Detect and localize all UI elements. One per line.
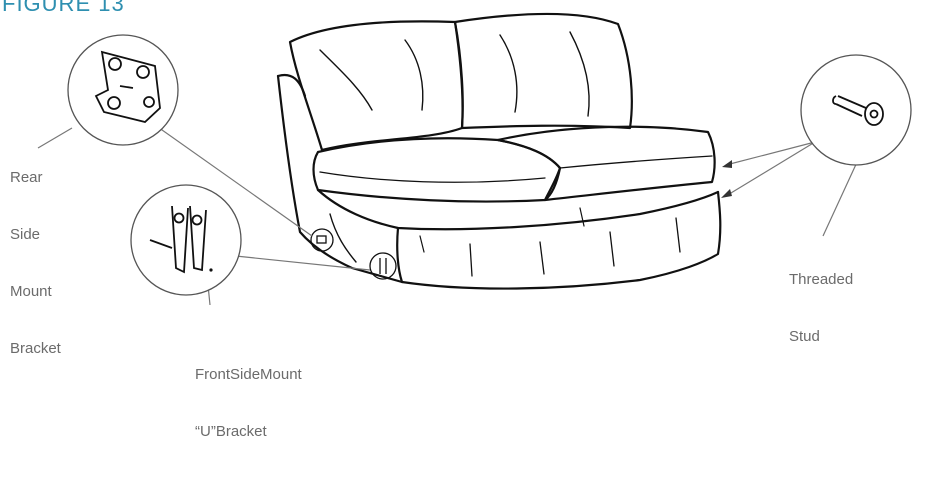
rear-bracket-detail (68, 35, 178, 145)
front-bracket-detail (131, 185, 241, 295)
stud-arrow-lower (726, 142, 815, 196)
back-cushion-left (290, 21, 463, 150)
rear-bracket-label-line: Bracket (10, 339, 61, 358)
front-bracket-location (370, 253, 396, 279)
threaded-stud-label-line: Stud (789, 327, 853, 346)
diagram-stage: FIGURE 13 (0, 0, 932, 370)
rear-bracket-location (311, 229, 333, 251)
front-bracket-label-line: “U”Bracket (195, 422, 302, 441)
threaded-stud-label: Threaded Stud (789, 232, 853, 384)
rear-bracket-label-line: Side (10, 225, 61, 244)
threaded-stud-label-line: Threaded (789, 270, 853, 289)
rear-bracket-label-line: Mount (10, 282, 61, 301)
stud-arrow-upper (726, 142, 815, 165)
front-bracket-label: FrontSideMount “U”Bracket (195, 327, 302, 479)
rear-bracket-label: Rear Side Mount Bracket (10, 130, 61, 396)
threaded-stud-detail (801, 55, 911, 165)
front-bracket-label-line: FrontSideMount (195, 365, 302, 384)
back-cushion-right (455, 14, 632, 128)
rear-bracket-label-line: Rear (10, 168, 61, 187)
front-bracket-leader (226, 255, 370, 270)
seat-cushion-left (314, 138, 561, 201)
